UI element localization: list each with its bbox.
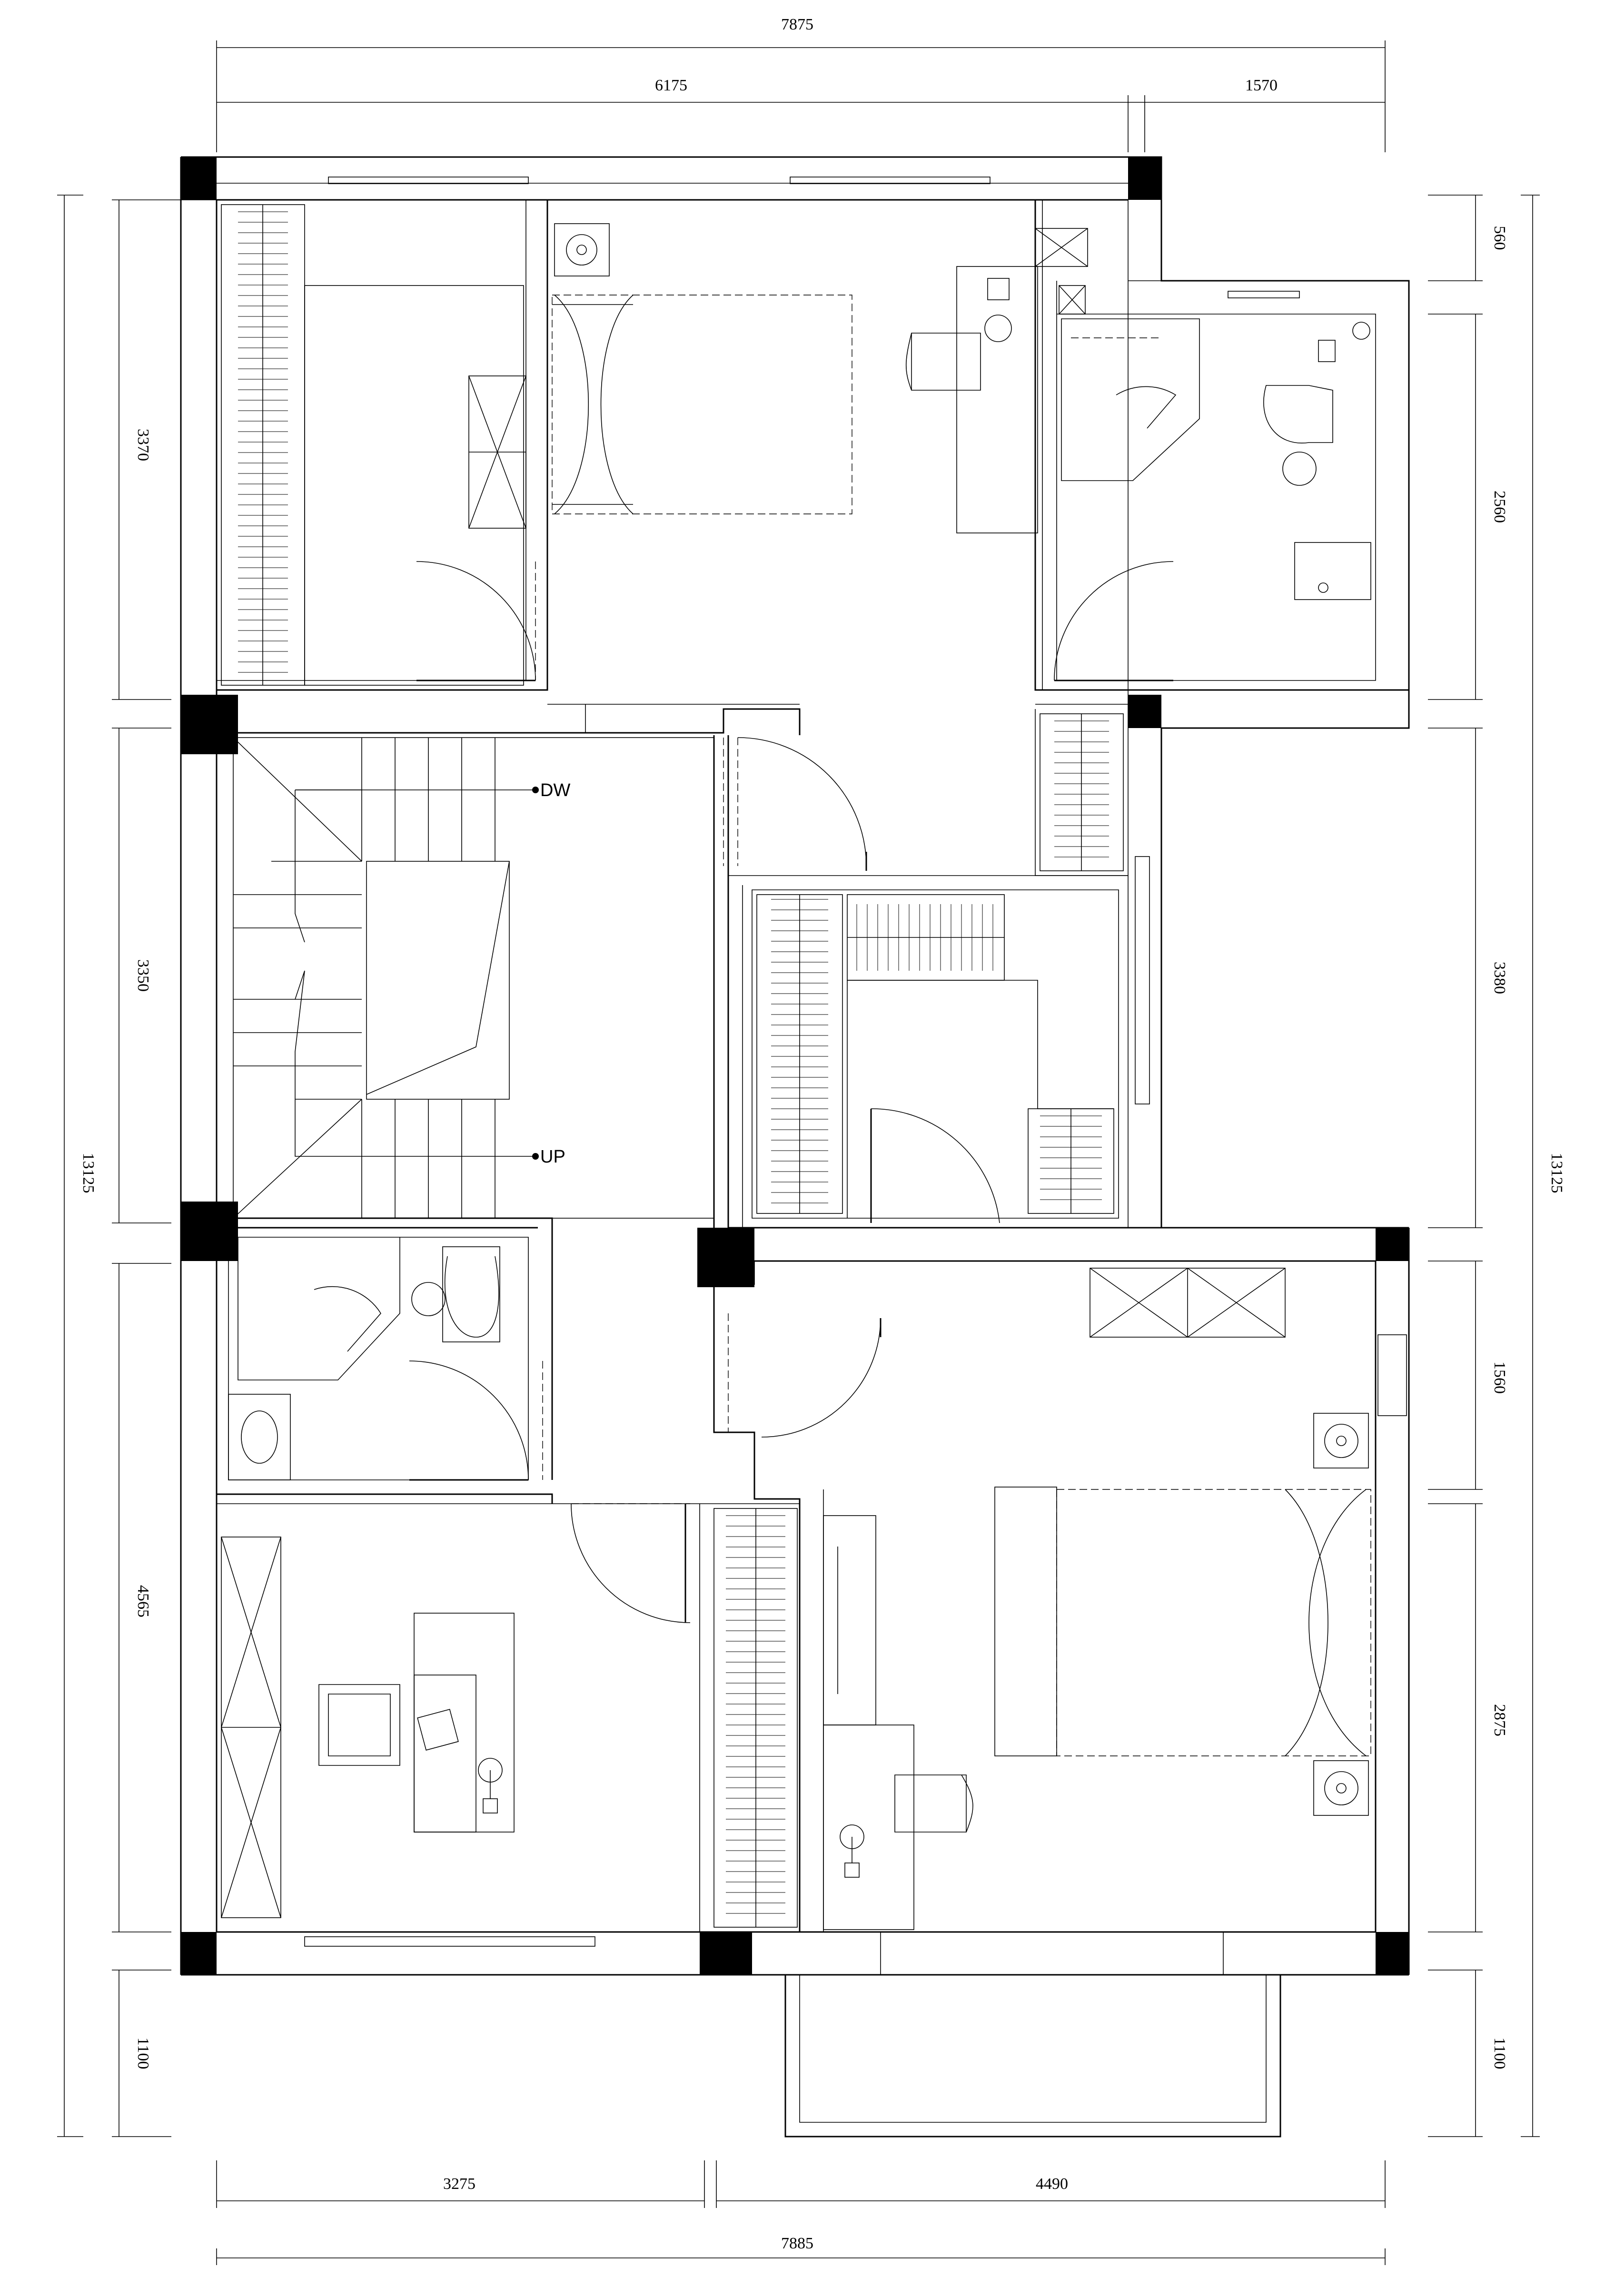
door-swing-closet [737,737,867,867]
dim-top-right: 1570 [1245,77,1278,94]
sink-2 [228,1394,291,1480]
dimension-labels: 7875 6175 1570 3370 3350 4565 1100 13125… [79,16,1565,2252]
dim-left-4: 1100 [134,2038,152,2069]
wardrobe-bedroom-1 [221,204,526,686]
dim-right-5: 2875 [1491,1704,1508,1736]
dim-right-6: 1100 [1491,2038,1508,2069]
master-desk [823,1724,914,1930]
dim-left-total: 13125 [79,1153,97,1193]
bench [994,1487,1057,1756]
toilet-2 [442,1246,500,1342]
interior-walls [217,200,1409,1932]
bed-1 [552,295,852,514]
hall-doors [571,737,1000,1623]
bathroom-1 [1035,228,1371,681]
wardrobe-closet-small [1040,713,1124,871]
dim-bottom-left: 3275 [443,2175,476,2193]
dim-top-overall: 7875 [781,16,813,33]
bed-master [1056,1489,1371,1756]
door-swing-study [571,1503,691,1623]
exterior-walls [180,156,1410,2138]
door-swing-bedroom-1 [416,561,536,681]
wardrobe-walkin [756,894,1114,1218]
nightstand-1 [554,223,610,276]
door-swing-walkin [871,1108,1000,1223]
structural-columns [181,157,1409,1975]
dimension-lines [57,40,1540,2265]
dim-left-3: 4565 [134,1585,152,1617]
dim-left-1: 3370 [134,429,152,461]
sink-1 [1294,542,1371,600]
dim-right-1: 560 [1491,226,1508,250]
staircase: DW UP [233,737,714,1219]
dim-left-2: 3350 [134,959,152,992]
dim-right-4: 1560 [1491,1361,1508,1394]
toilet-1 [1263,385,1333,443]
dim-bottom-right: 4490 [1036,2175,1068,2193]
stair-up-label: UP [540,1147,565,1167]
nightstand-2a [1313,1413,1369,1468]
study [221,1537,515,1918]
wardrobe-master [713,1508,798,1928]
desk-1 [956,266,1038,533]
door-swing-master [761,1318,881,1438]
study-desk [414,1613,515,1833]
dim-bottom-overall: 7885 [781,2235,813,2252]
dim-right-total: 13125 [1548,1153,1565,1193]
bathroom-2 [228,1237,543,1481]
dim-top-left: 6175 [655,77,687,94]
dim-right-2: 2560 [1491,491,1508,523]
nightstand-2b [1313,1760,1369,1816]
bedroom-1 [416,223,1038,681]
master-bedroom [823,1268,1371,1930]
door-swing-bath-1 [1054,561,1174,681]
dim-right-3: 3380 [1491,962,1508,994]
stair-well [366,861,510,1100]
stair-down-label: DW [540,780,570,800]
door-swing-bath-2 [409,1360,529,1480]
study-chair [318,1684,400,1766]
